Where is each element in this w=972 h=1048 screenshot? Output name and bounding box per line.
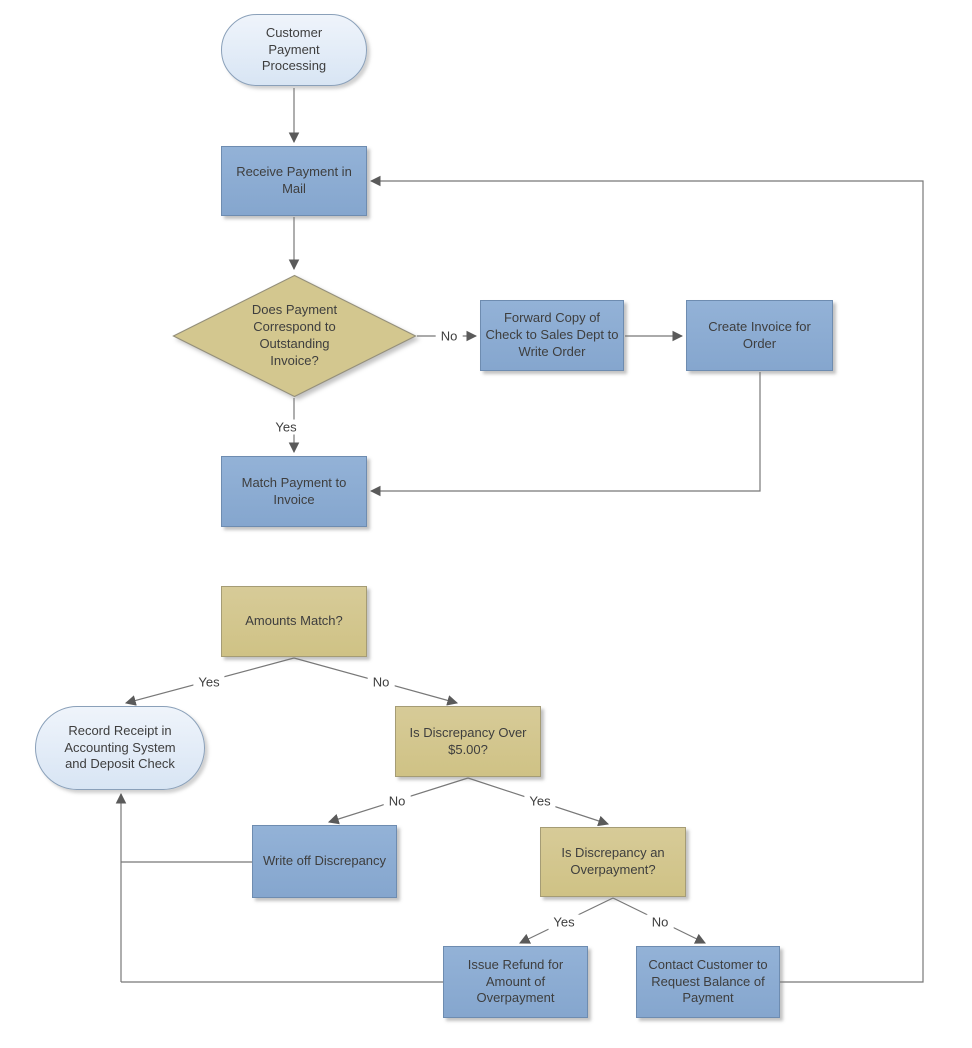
node-is-discrepancy-over-decision[interactable]: Is Discrepancy Over $5.00?	[395, 706, 541, 777]
node-receive-payment-in-mail[interactable]: Receive Payment in Mail	[221, 146, 367, 216]
node-amounts-match-decision[interactable]: Amounts Match?	[221, 586, 367, 657]
node-match-payment-to-invoice[interactable]: Match Payment to Invoice	[221, 456, 367, 527]
node-label: Forward Copy of Check to Sales Dept to W…	[485, 310, 619, 359]
node-label: Receive Payment in Mail	[236, 164, 352, 196]
node-label: Amounts Match?	[245, 613, 343, 629]
edge-label-yes: Yes	[548, 914, 580, 930]
node-contact-customer[interactable]: Contact Customer to Request Balance of P…	[636, 946, 780, 1018]
edge-create-to-match	[369, 372, 761, 497]
node-does-payment-correspond-decision[interactable]: Does Payment Correspond to Outstanding I…	[172, 274, 417, 398]
node-label: Is Discrepancy an Overpayment?	[561, 845, 665, 877]
node-write-off-discrepancy[interactable]: Write off Discrepancy	[252, 825, 397, 898]
edge-label-yes: Yes	[270, 419, 302, 435]
edge-label-no: No	[435, 328, 463, 344]
node-issue-refund[interactable]: Issue Refund for Amount of Overpayment	[443, 946, 588, 1018]
node-label: Write off Discrepancy	[262, 853, 387, 869]
node-label: Contact Customer to Request Balance of P…	[648, 956, 768, 1006]
node-label: Issue Refund for Amount of Overpayment	[467, 956, 564, 1006]
edge-label-yes: Yes	[193, 674, 225, 690]
edge-label-no: No	[383, 793, 411, 809]
node-create-invoice-for-order[interactable]: Create Invoice for Order	[686, 300, 833, 371]
node-label: Is Discrepancy Over $5.00?	[409, 724, 527, 757]
node-record-receipt[interactable]: Record Receipt in Accounting System and …	[35, 706, 205, 790]
node-is-discrepancy-overpayment-decision[interactable]: Is Discrepancy an Overpayment?	[540, 827, 686, 897]
node-forward-copy-of-check[interactable]: Forward Copy of Check to Sales Dept to W…	[480, 300, 624, 371]
edge-label-yes: Yes	[524, 793, 556, 809]
node-label: Create Invoice for Order	[708, 318, 811, 351]
edge-label-no: No	[646, 914, 674, 930]
node-customer-payment-processing[interactable]: Customer Payment Processing	[221, 14, 367, 86]
edge-label-no: No	[367, 674, 395, 690]
node-label: Does Payment Correspond to Outstanding I…	[251, 302, 338, 368]
node-label: Match Payment to Invoice	[241, 474, 347, 507]
node-label: Record Receipt in Accounting System and …	[64, 722, 176, 772]
node-label: Customer Payment Processing	[261, 24, 327, 74]
